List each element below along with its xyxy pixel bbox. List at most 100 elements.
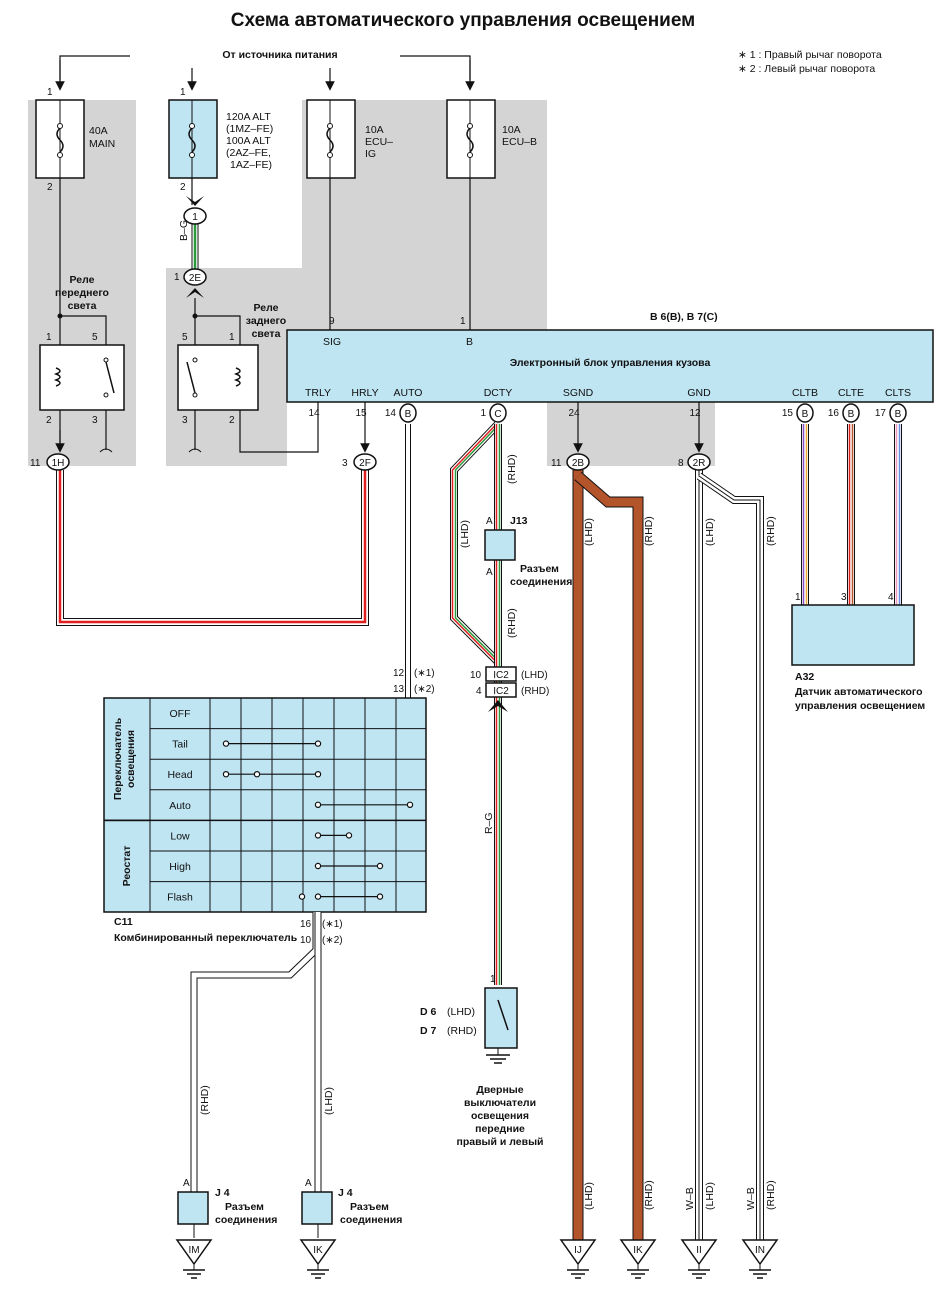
fuse-ecu-ig-l2: ECU– [365, 136, 393, 148]
connector-2b: 11 2B [551, 453, 590, 471]
junction-j13: A J13 A Разъем соединения [484, 515, 572, 588]
relay-head: Реле переднего света 1 5 2 3 [39, 274, 125, 426]
ecu-terminal-gnd: GND [687, 387, 711, 399]
ecu-connector-label-auto: B [405, 409, 412, 420]
switch-pin-16: 16 [300, 919, 312, 930]
power-feed-lines [55, 55, 475, 91]
connector-2e-arrow-icon [186, 288, 204, 298]
ecu-label-sig: SIG [323, 336, 341, 348]
j4-left-a: A [183, 1178, 190, 1189]
j4-left-desc2: соединения [215, 1214, 277, 1226]
wire-sensor [801, 424, 902, 605]
ic2-pin-rhd: 4 [476, 686, 482, 697]
gnd-wb-1: W–B [684, 1187, 696, 1210]
j4-rhd-label: (RHD) [199, 1085, 211, 1115]
relay-head-pin-3: 3 [92, 415, 98, 426]
connector-1: 1 [183, 207, 207, 225]
door-switch-contact-icon [497, 999, 509, 1031]
ecu-terminal-pin-auto: 14 [385, 408, 397, 419]
switch-contact-dot [253, 771, 261, 778]
fuse-alt-l4: (2AZ–FE, [226, 147, 271, 159]
switch-group1-l2: освещения [125, 730, 137, 788]
relay-tail-l3: света [252, 328, 281, 340]
ecu-label-b: B [466, 336, 473, 348]
ecu-terminal-clte: CLTE [838, 387, 864, 399]
door-desc-4: правый и левый [456, 1136, 543, 1148]
connector-2r-label: 2R [693, 458, 706, 469]
gnd-wb-2: W–B [745, 1187, 757, 1210]
sgnd-lhd-top: (LHD) [583, 518, 595, 546]
relay-tail-pin-2: 2 [229, 415, 235, 426]
ecu-terminal-sgnd: SGND [563, 387, 594, 399]
auto-pin-13: 13 [393, 684, 405, 695]
switch-row-flash: Flash [167, 892, 193, 904]
ground-label: IK [633, 1245, 643, 1256]
rg-rhd-label-top: (RHD) [506, 454, 518, 484]
ecu-pin-b: 1 [460, 316, 466, 327]
ecu-terminal-clts: CLTS [885, 387, 911, 399]
ground-ik-icon: IK [299, 1239, 337, 1279]
fuse-main-rating: 40A [89, 125, 108, 137]
connector-2b-label: 2B [572, 458, 585, 469]
ecu-connector-clte [842, 403, 860, 423]
relay-head-coil-icon [53, 367, 61, 387]
ic2-label-1: IC2 [493, 670, 509, 681]
ecu-terminal-pin-cltb: 15 [782, 408, 794, 419]
switch-contact-dot [222, 740, 230, 747]
ecu-body-control: B 6(B), B 7(C) 9 1 SIG B Электронный бло… [286, 311, 934, 423]
relay-tail-pin-1: 1 [229, 332, 235, 343]
fuse-alt-l5: 1AZ–FE) [230, 159, 272, 171]
note-2: ∗ 2 : Левый рычаг поворота [738, 63, 875, 75]
switch-row-head: Head [167, 769, 192, 781]
switch-contact-dot [314, 893, 322, 900]
relay-tail-coil-icon [233, 367, 241, 387]
gnd-lhd-top: (LHD) [704, 518, 716, 546]
switch-row-auto: Auto [169, 800, 191, 812]
rg-lhd-label: (LHD) [459, 520, 471, 548]
ecu-connector-auto [399, 403, 417, 423]
connector-2e: 1 2E [174, 268, 207, 286]
relay-tail-ground-icon [188, 448, 202, 453]
door-desc-1: выключатели [464, 1097, 536, 1109]
connector-2e-pin: 1 [174, 272, 180, 283]
ecu-pin-sig: 9 [329, 316, 335, 327]
sensor-desc1: Датчик автоматического [795, 686, 923, 698]
fuse-ecu-ig-l3: IG [365, 148, 376, 160]
fuse-main-pin-out: 2 [47, 182, 53, 193]
wire-b-g-label: B–G [178, 220, 190, 241]
switch-pin-10-note: (∗2) [322, 935, 343, 946]
ecu-ref: B 6(B), B 7(C) [650, 311, 718, 323]
sensor-pin-4: 4 [888, 592, 894, 603]
wire-switch-j4: (RHD) (LHD) [190, 912, 335, 1192]
relay-head-pin-1: 1 [46, 332, 52, 343]
relay-head-l3: света [68, 300, 97, 312]
wire-red-headlight [56, 470, 369, 626]
switch-group2-label: Реостат [121, 846, 133, 887]
power-source-label: От источника питания [222, 49, 337, 61]
wire-r-g: (LHD) (RHD) (RHD) R–G [450, 421, 518, 985]
j13-desc2: соединения [510, 576, 572, 588]
ground-in-icon: IN [741, 1239, 779, 1279]
ground-label: II [696, 1245, 702, 1256]
ecu-terminal-pin-gnd: 12 [689, 408, 701, 419]
j4-left-desc1: Разъем [225, 1201, 264, 1213]
gnd-rhd-top: (RHD) [765, 516, 777, 546]
j4-right-desc2: соединения [340, 1214, 402, 1226]
ground-label: IJ [574, 1245, 582, 1256]
ic2-pin-lhd: 10 [470, 670, 482, 681]
switch-row-high: High [169, 861, 191, 873]
connector-1h-label: 1H [52, 458, 65, 469]
connector-2f: 3 2F [342, 453, 377, 471]
auto-pin-13-note: (∗2) [414, 684, 435, 695]
switch-contact-dot [314, 862, 322, 870]
ecu-connector-label-clte: B [848, 409, 855, 420]
switch-row-off: OFF [170, 708, 191, 720]
sensor-pin-3: 3 [841, 592, 847, 603]
fuse-ecu-ig: 10A ECU– IG [306, 99, 393, 179]
relay-tail-l1: Реле [254, 302, 279, 314]
fuse-alt: 1 120A ALT (1MZ–FE) 100A ALT (2AZ–FE, 1A… [168, 87, 273, 193]
